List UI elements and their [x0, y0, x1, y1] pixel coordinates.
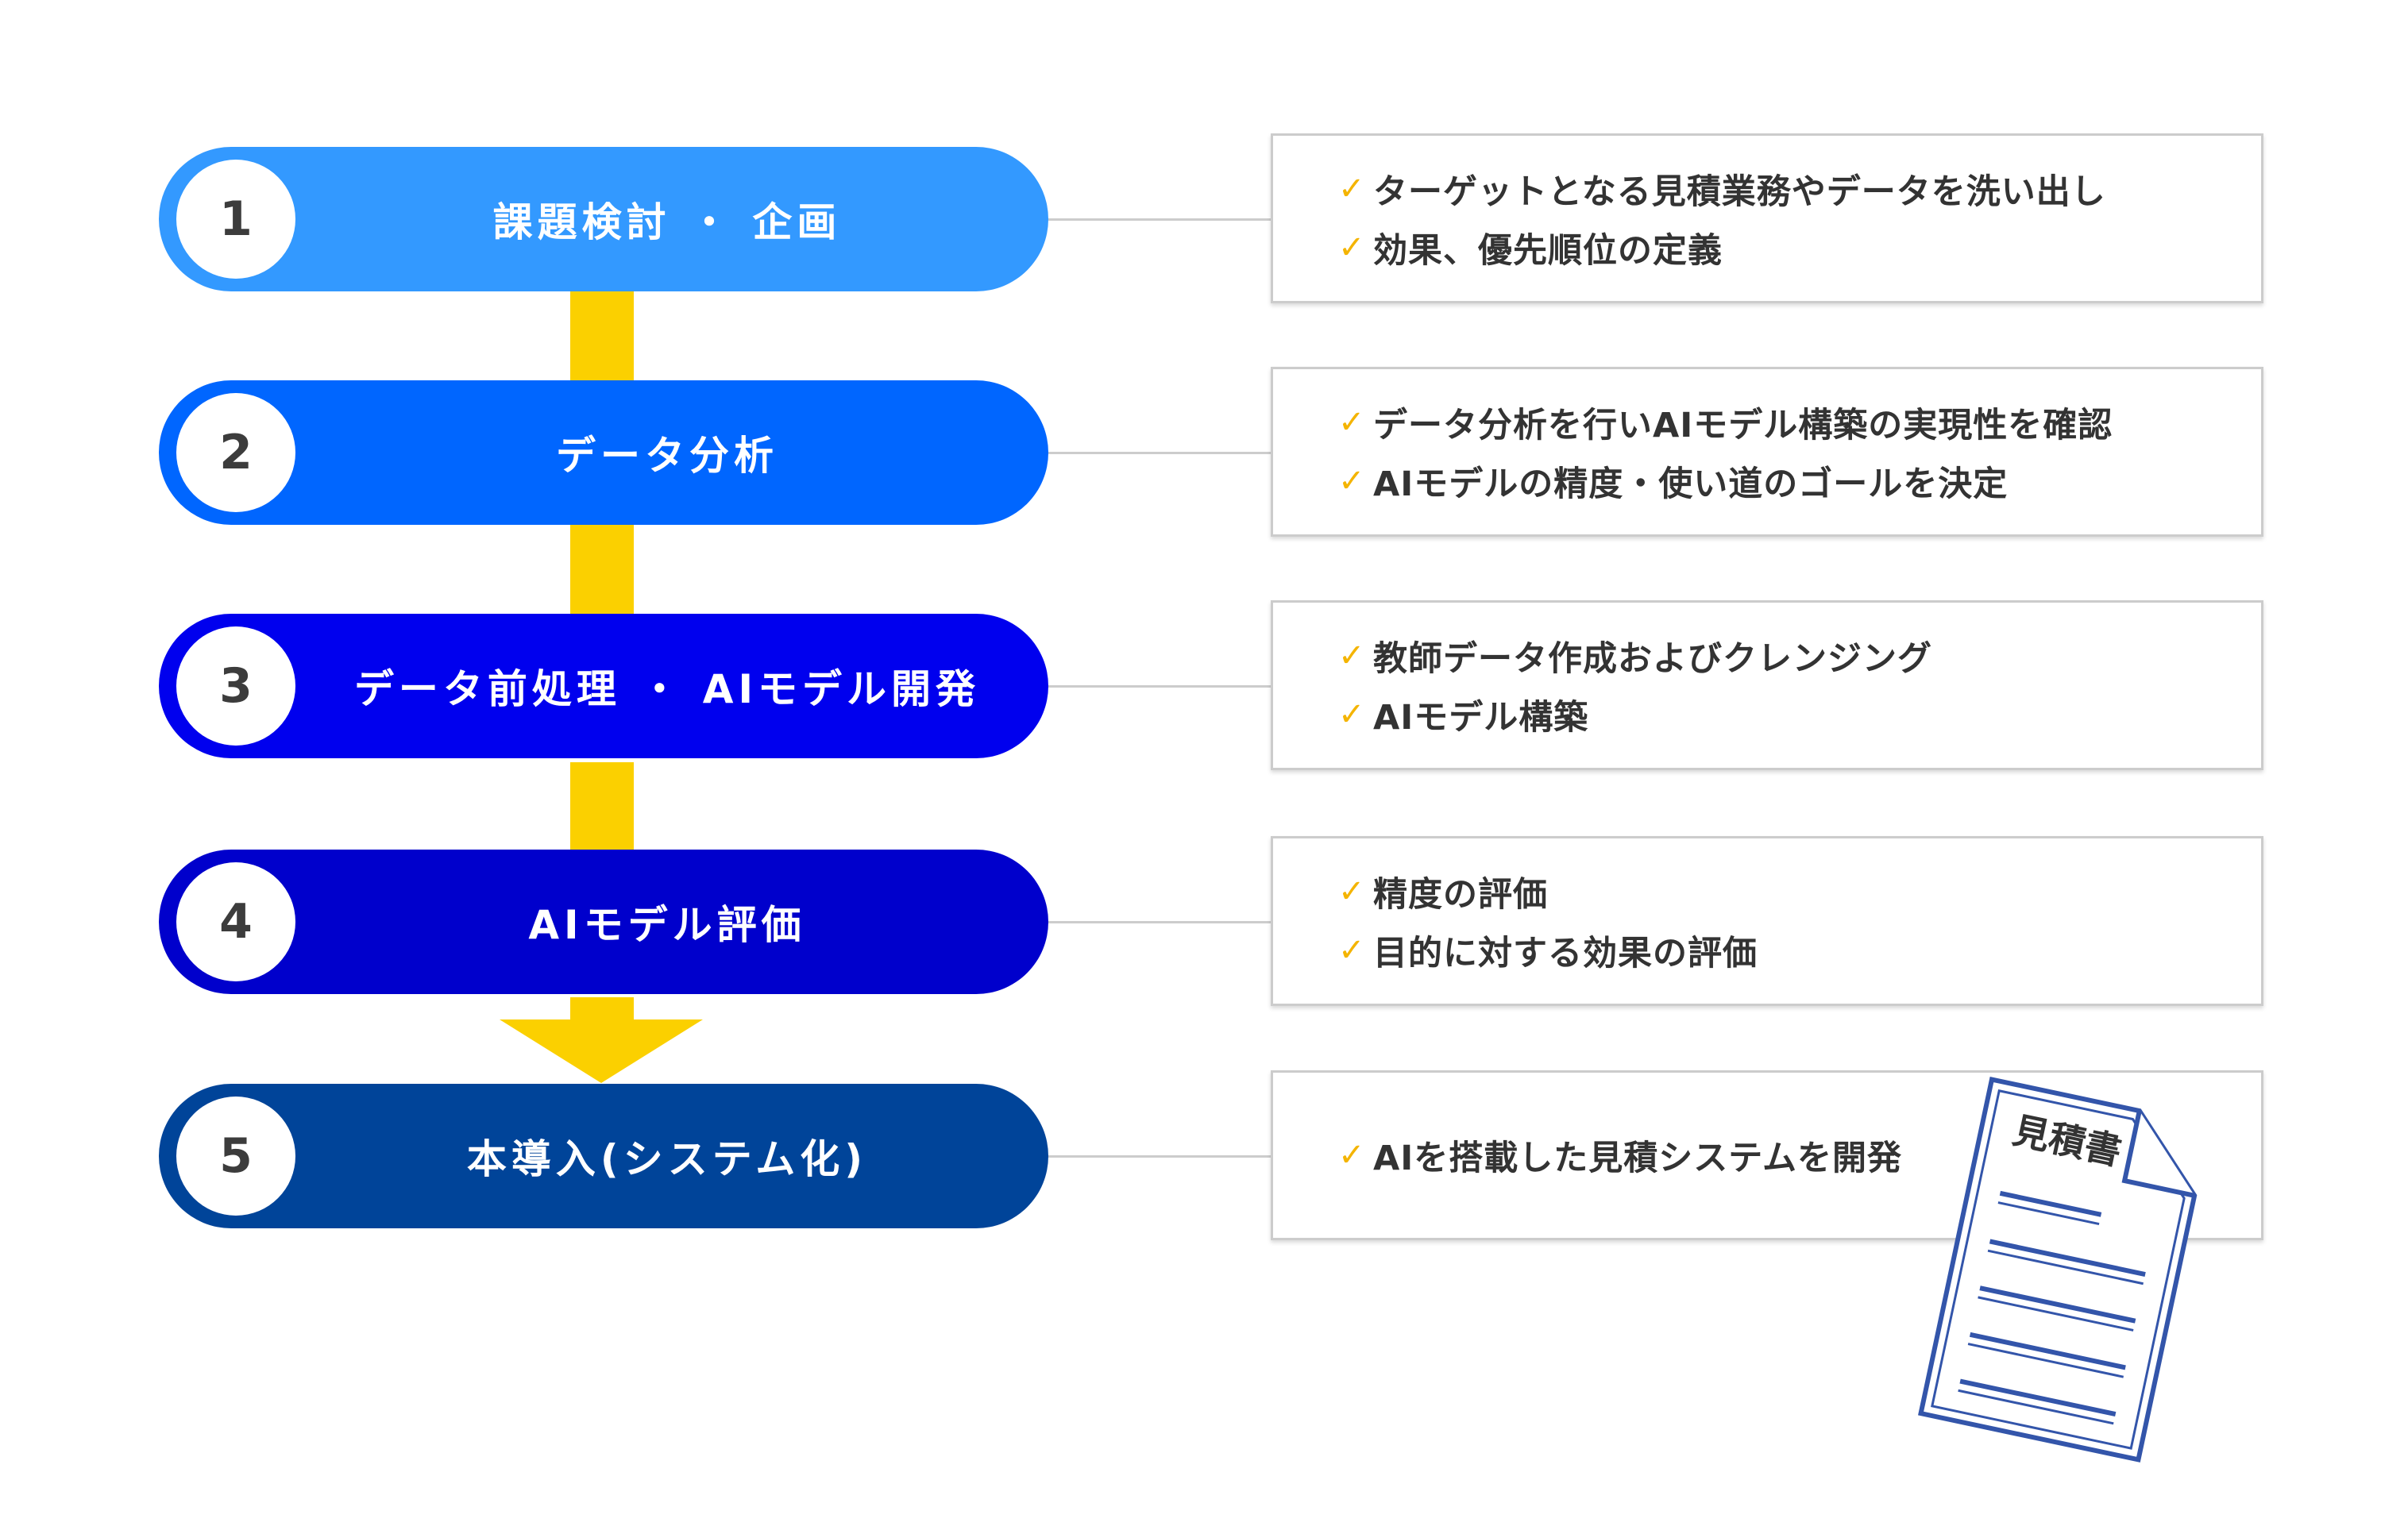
- detail-text: AIを搭載した見積システムを開発: [1373, 1139, 1902, 1178]
- detail-item: ✓ 精度の評価: [1338, 862, 2261, 921]
- step-label: データ分析: [556, 433, 778, 479]
- link-line-3: [1048, 685, 1271, 688]
- detail-text: AIモデルの精度・使い道のゴールを決定: [1373, 464, 2009, 504]
- check-icon: ✓: [1338, 404, 1366, 441]
- step-5-pill: 5 本導入(システム化): [159, 1084, 1048, 1228]
- detail-item: ✓ AIを搭載した見積システムを開発: [1338, 1126, 2261, 1185]
- arrow-down-icon: [500, 1019, 703, 1083]
- detail-text: ターゲットとなる見積業務やデータを洗い出し: [1373, 172, 2106, 212]
- step-number-badge: 5: [176, 1097, 295, 1216]
- detail-box-3: ✓ 教師データ作成およびクレンジング ✓ AIモデル構築: [1271, 600, 2263, 770]
- step-4-pill: 4 AIモデル評価: [159, 850, 1048, 994]
- check-icon: ✓: [1338, 873, 1366, 910]
- step-1-pill: 1 課題検討 ・ 企画: [159, 147, 1048, 291]
- step-label: データ前処理 ・ AIモデル開発: [353, 666, 981, 712]
- detail-item: ✓ データ分析を行いAIモデル構築の実現性を確認: [1338, 393, 2261, 452]
- detail-text: 目的に対する効果の評価: [1373, 934, 1758, 973]
- step-number-badge: 1: [176, 160, 295, 279]
- detail-item: ✓ 効果、優先順位の定義: [1338, 218, 2261, 277]
- detail-text: 教師データ作成およびクレンジング: [1373, 639, 1932, 679]
- detail-box-1: ✓ ターゲットとなる見積業務やデータを洗い出し ✓ 効果、優先順位の定義: [1271, 133, 2263, 303]
- detail-item: ✓ ターゲットとなる見積業務やデータを洗い出し: [1338, 160, 2261, 218]
- check-icon: ✓: [1338, 171, 1366, 207]
- detail-box-4: ✓ 精度の評価 ✓ 目的に対する効果の評価: [1271, 836, 2263, 1006]
- detail-item: ✓ AIモデル構築: [1338, 685, 2261, 744]
- step-number-badge: 3: [176, 626, 295, 746]
- check-icon: ✓: [1338, 1137, 1366, 1174]
- detail-item: ✓ 目的に対する効果の評価: [1338, 921, 2261, 980]
- check-icon: ✓: [1338, 638, 1366, 674]
- link-line-5: [1048, 1155, 1271, 1158]
- link-line-2: [1048, 452, 1271, 454]
- detail-text: 精度の評価: [1373, 875, 1548, 915]
- link-line-4: [1048, 921, 1271, 923]
- check-icon: ✓: [1338, 696, 1366, 733]
- detail-text: AIモデル構築: [1373, 698, 1589, 738]
- step-label: 課題検討 ・ 企画: [492, 199, 842, 245]
- flow-connector-1-2: [570, 286, 634, 397]
- detail-box-2: ✓ データ分析を行いAIモデル構築の実現性を確認 ✓ AIモデルの精度・使い道の…: [1271, 367, 2263, 537]
- check-icon: ✓: [1338, 463, 1366, 499]
- check-icon: ✓: [1338, 229, 1366, 266]
- detail-text: データ分析を行いAIモデル構築の実現性を確認: [1373, 406, 2113, 445]
- step-number-badge: 4: [176, 862, 295, 981]
- step-label: 本導入(システム化): [466, 1136, 868, 1182]
- detail-item: ✓ 教師データ作成およびクレンジング: [1338, 626, 2261, 685]
- document-icon: 見積書: [1918, 1076, 2198, 1463]
- step-2-pill: 2 データ分析: [159, 380, 1048, 525]
- step-number-badge: 2: [176, 393, 295, 512]
- check-icon: ✓: [1338, 932, 1366, 969]
- step-3-pill: 3 データ前処理 ・ AIモデル開発: [159, 614, 1048, 758]
- link-line-1: [1048, 218, 1271, 221]
- detail-text: 効果、優先順位の定義: [1373, 231, 1723, 271]
- detail-item: ✓ AIモデルの精度・使い道のゴールを決定: [1338, 452, 2261, 511]
- step-label: AIモデル評価: [528, 902, 806, 948]
